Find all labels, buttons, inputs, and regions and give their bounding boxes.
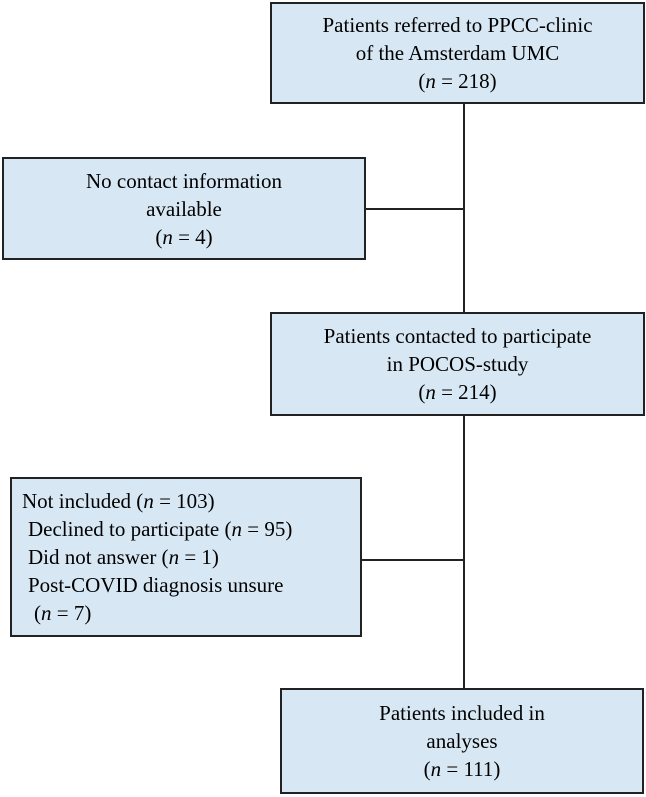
not-included-item: Did not answer (n = 1) bbox=[28, 545, 219, 569]
no-contact-line2: available bbox=[146, 196, 222, 221]
included-line1: Patients included in bbox=[379, 701, 545, 725]
contacted-count: (n = 214) bbox=[418, 380, 497, 404]
connector-main-top bbox=[463, 104, 465, 313]
not-included-item: (n = 7) bbox=[34, 601, 92, 625]
box-patients-referred: Patients referred to PPCC-clinic of the … bbox=[270, 2, 645, 104]
referred-count: (n = 218) bbox=[418, 69, 497, 93]
no-contact-count: (n = 4) bbox=[155, 224, 213, 249]
box-not-included: Not included (n = 103) Declined to parti… bbox=[10, 477, 362, 637]
connector-main-bottom bbox=[463, 416, 465, 688]
not-included-item: Post-COVID diagnosis unsure bbox=[28, 573, 284, 597]
contacted-line2: in POCOS-study bbox=[386, 352, 529, 376]
included-count: (n = 111) bbox=[423, 757, 501, 781]
not-included-item: Declined to participate (n = 95) bbox=[28, 517, 293, 541]
no-contact-line1: No contact information bbox=[86, 168, 282, 193]
contacted-line1: Patients contacted to participate bbox=[323, 324, 592, 348]
box-no-contact: No contact information available (n = 4) bbox=[2, 157, 366, 260]
box-patients-included: Patients included in analyses (n = 111) bbox=[280, 688, 644, 794]
connector-to-not-included bbox=[361, 559, 464, 561]
referred-line1: Patients referred to PPCC-clinic bbox=[322, 13, 593, 37]
referred-line2: of the Amsterdam UMC bbox=[355, 41, 560, 65]
not-included-title: Not included (n = 103) bbox=[22, 489, 215, 513]
box-patients-contacted: Patients contacted to participate in POC… bbox=[270, 312, 645, 416]
included-line2: analyses bbox=[426, 729, 498, 753]
connector-to-no-contact bbox=[365, 208, 464, 210]
